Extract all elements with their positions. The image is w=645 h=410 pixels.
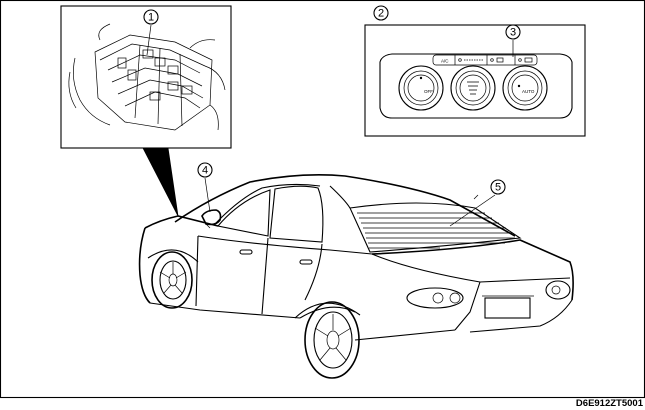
- rear-window-defroster: [349, 202, 522, 253]
- car-illustration: [138, 174, 574, 379]
- fuse-block-icon: [68, 23, 226, 131]
- knob-left-label: OFF: [424, 89, 433, 94]
- fuse-box-inset-frame: [60, 5, 232, 149]
- front-wheel: [147, 249, 199, 309]
- callout-4-leader: [204, 177, 211, 213]
- climate-panel-frame: [364, 24, 586, 137]
- callout-1-leader: [146, 24, 152, 56]
- callout-5-circle: [490, 179, 506, 195]
- knob-right-label: AUTO: [522, 89, 535, 94]
- right-tail-lamp: [545, 280, 571, 300]
- callout-4-number: 4: [202, 165, 208, 177]
- climate-panel-inset: 2 A/C OFF: [364, 5, 586, 137]
- left-tail-lamp: [406, 287, 464, 309]
- figure-code: D6E912ZT5001: [576, 398, 644, 409]
- door-mirror: [201, 209, 222, 229]
- figure-border: [0, 0, 645, 399]
- inset-pointer: [142, 147, 179, 217]
- fuse-box-inset: 1: [60, 5, 232, 149]
- ac-button-label: A/C: [441, 59, 449, 64]
- license-plate: [484, 297, 531, 319]
- callout-5-number: 5: [495, 182, 501, 194]
- callout-3-number: 3: [510, 27, 516, 39]
- callout-3-circle: [505, 24, 521, 40]
- front-door-window: [216, 189, 271, 237]
- callout-2-number: 2: [378, 8, 384, 20]
- callout-2-circle: [373, 5, 389, 21]
- callout-1-number: 1: [148, 12, 154, 24]
- climate-button-strip: [432, 54, 538, 66]
- climate-panel-body: [379, 53, 573, 119]
- knob-right: AUTO: [502, 65, 548, 111]
- callout-4-circle: [197, 162, 213, 178]
- knob-center: [450, 65, 496, 111]
- callout-1-circle: [143, 9, 159, 25]
- rear-wheel: [294, 301, 361, 379]
- rear-door-window: [269, 185, 324, 243]
- callout-5-leader: [449, 194, 496, 227]
- knob-left: OFF: [398, 65, 444, 111]
